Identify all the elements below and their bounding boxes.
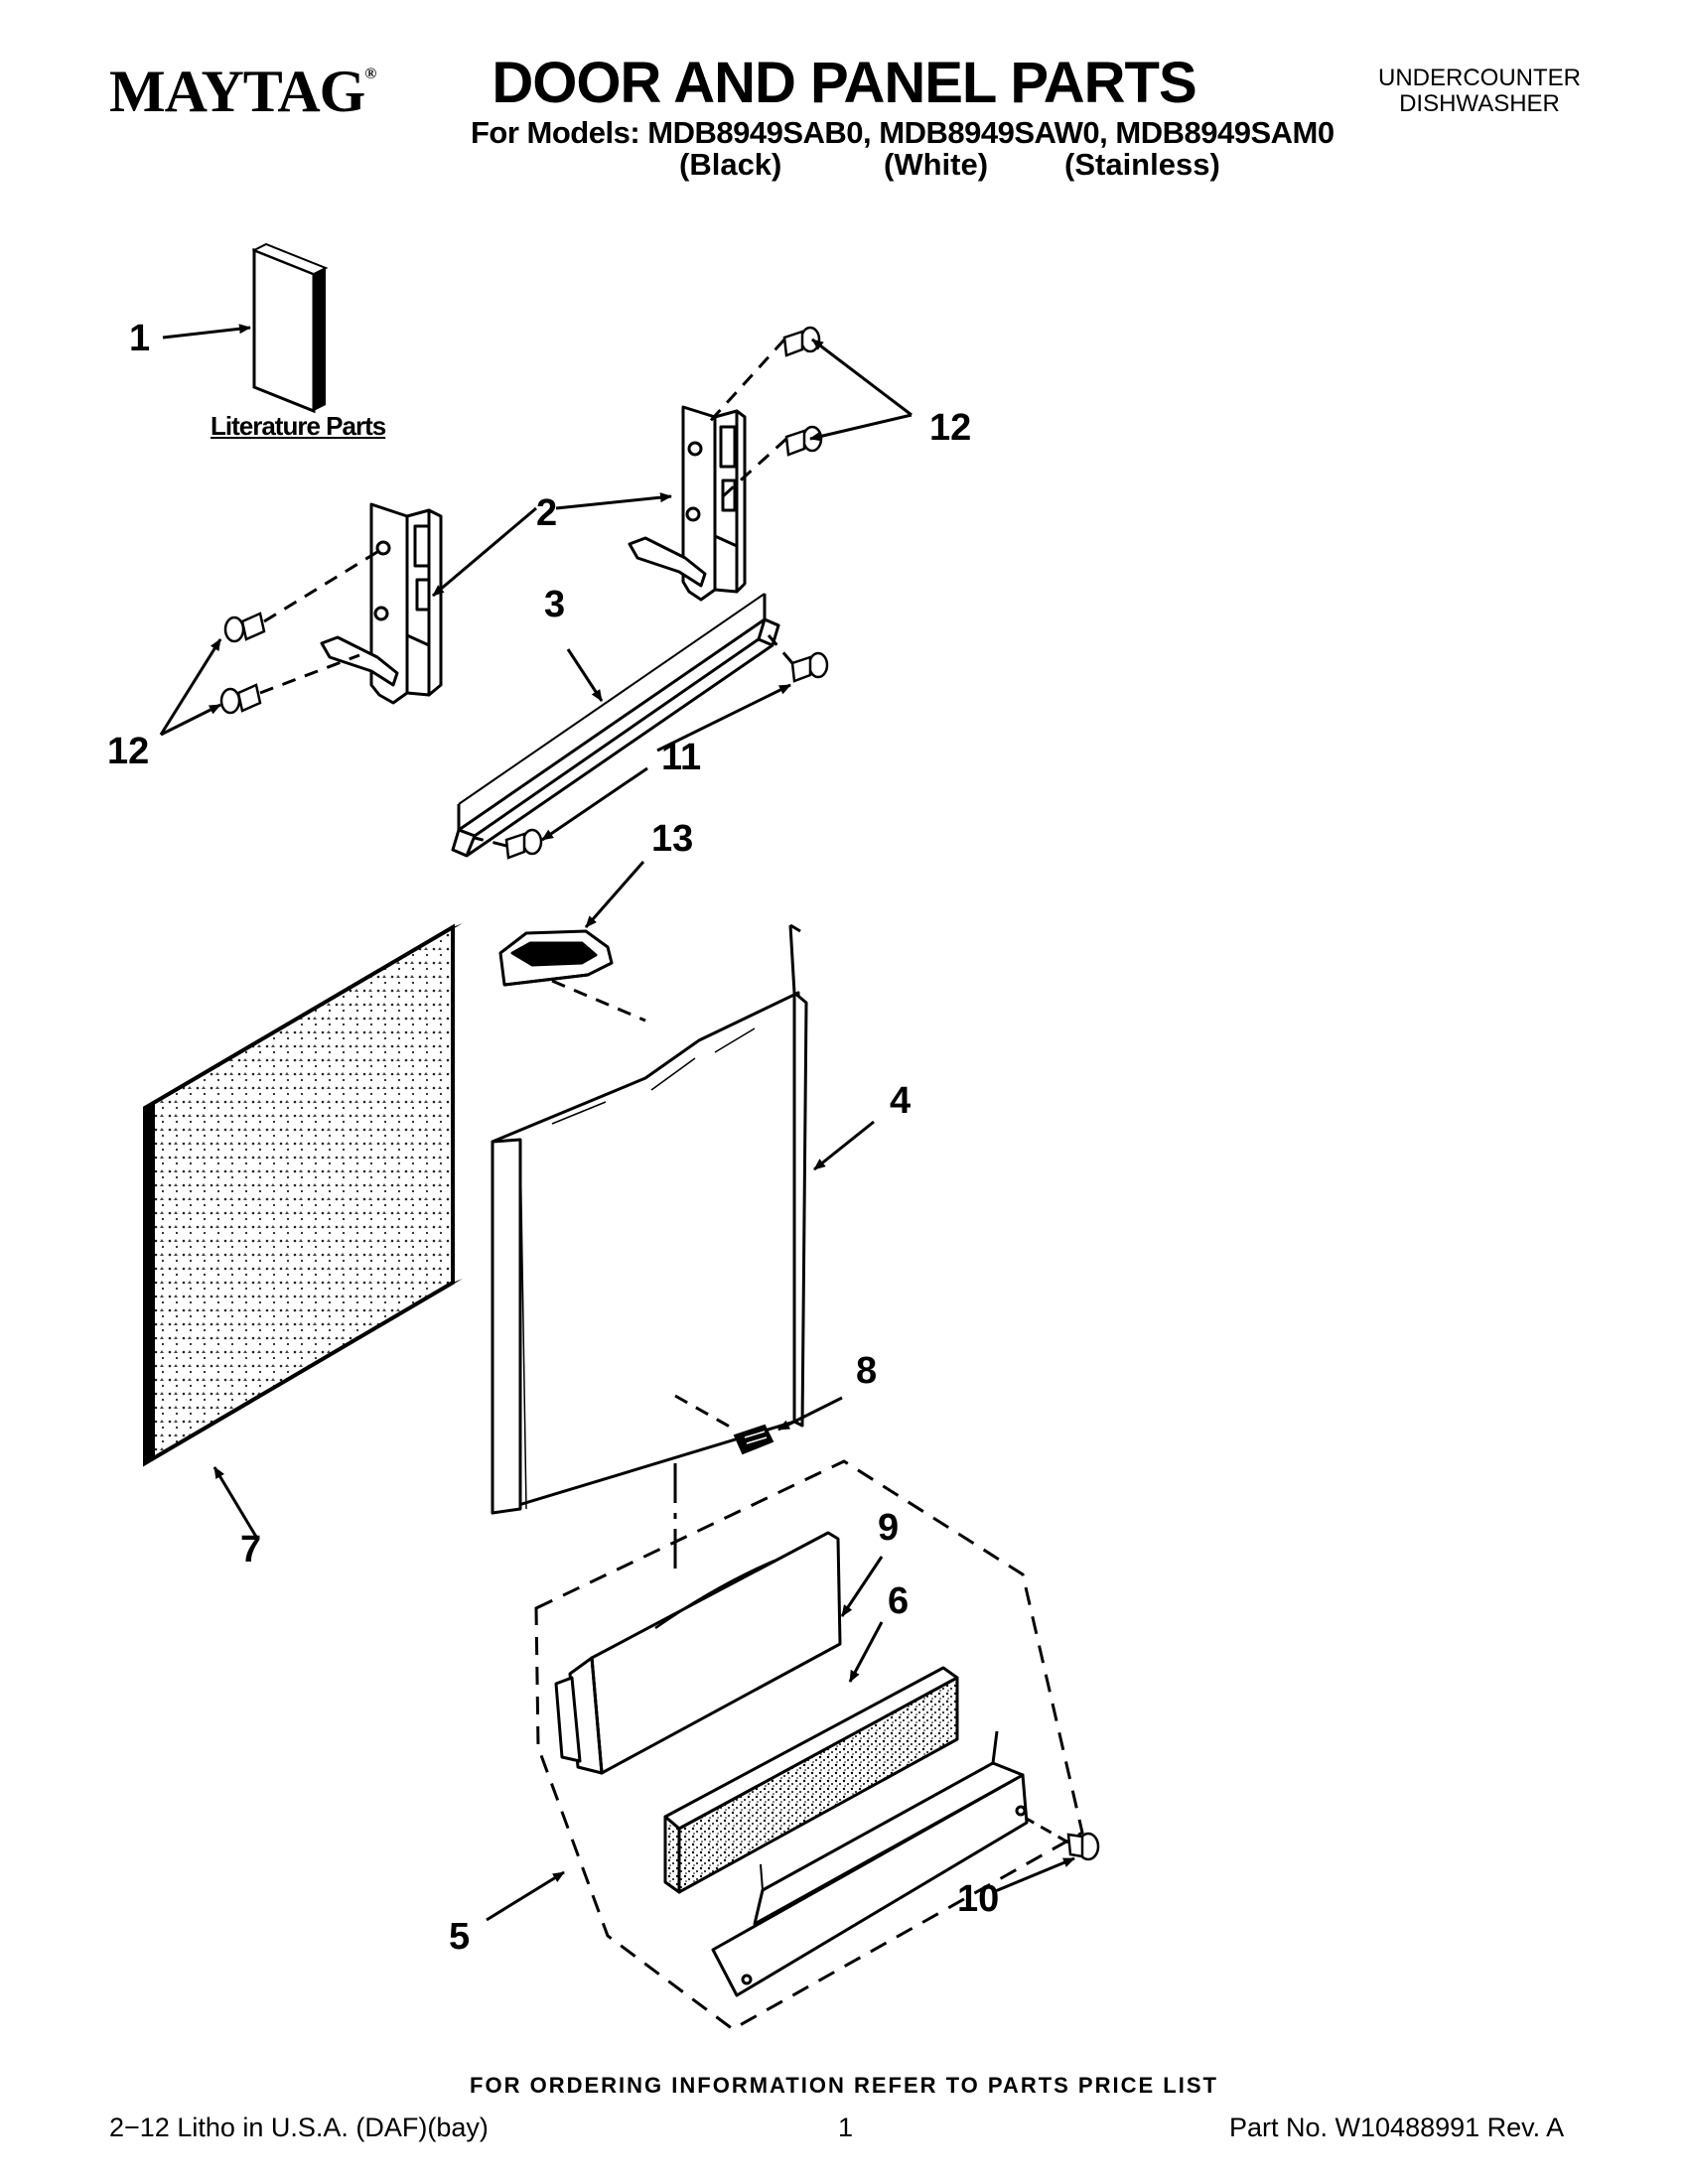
door-handle	[498, 929, 614, 987]
callout-leaders	[159, 324, 1075, 1922]
outer-door-panel	[491, 923, 808, 1515]
screw-alignment-lines	[259, 338, 794, 848]
right-hinge-bracket	[628, 405, 747, 602]
right-hinge-screws	[782, 326, 823, 457]
models-line: For Models: MDB8949SAB0, MDB8949SAW0, MD…	[471, 115, 1335, 150]
toe-kick-panel	[711, 1730, 1029, 1997]
product-type: UNDERCOUNTER DISHWASHER	[1331, 66, 1628, 117]
litho-info: 2−12 Litho in U.S.A. (DAF)(bay)	[109, 2113, 489, 2142]
channel-screws	[504, 651, 829, 860]
left-hinge-screws	[219, 612, 266, 715]
page-title: DOOR AND PANEL PARTS	[492, 51, 1196, 115]
product-type-line1: UNDERCOUNTER	[1378, 65, 1581, 91]
handle-alignment-line	[551, 979, 646, 1023]
literature-booklet	[251, 242, 329, 414]
literature-parts-label: Literature Parts	[211, 411, 386, 441]
callout-11: 11	[661, 737, 702, 778]
callout-6: 6	[888, 1580, 910, 1622]
color-stainless: (Stainless)	[1064, 147, 1220, 182]
callout-8: 8	[856, 1350, 878, 1392]
page-number: 1	[838, 2113, 854, 2142]
color-white: (White)	[884, 147, 989, 182]
callout-1: 1	[129, 318, 151, 359]
callout-13: 13	[651, 818, 694, 860]
decorative-front-panel	[143, 923, 463, 1467]
color-black: (Black)	[679, 147, 782, 182]
lower-panel-assembly-outline	[534, 1459, 1084, 2031]
callout-5: 5	[449, 1916, 471, 1958]
callout-7: 7	[240, 1529, 262, 1570]
callout-9: 9	[878, 1507, 900, 1549]
callout-12-right: 12	[929, 407, 972, 449]
toe-kick-screw	[1066, 1832, 1100, 1861]
left-hinge-bracket	[320, 502, 443, 705]
part-number: Part No. W10488991 Rev. A	[1229, 2113, 1565, 2142]
callout-2: 2	[536, 492, 558, 534]
control-panel-insert	[554, 1531, 842, 1775]
maytag-logo: MAYTAG®	[109, 59, 376, 124]
callout-12-left: 12	[107, 731, 150, 772]
callout-3: 3	[544, 584, 566, 625]
logo-badge	[733, 1424, 774, 1455]
callout-4: 4	[890, 1080, 912, 1122]
product-type-line2: DISHWASHER	[1399, 90, 1560, 117]
door-top-channel	[451, 593, 780, 858]
ordering-note: FOR ORDERING INFORMATION REFER TO PARTS …	[470, 2073, 1218, 2098]
foam-insulation-strip	[663, 1666, 959, 1894]
callout-10: 10	[957, 1878, 1000, 1920]
